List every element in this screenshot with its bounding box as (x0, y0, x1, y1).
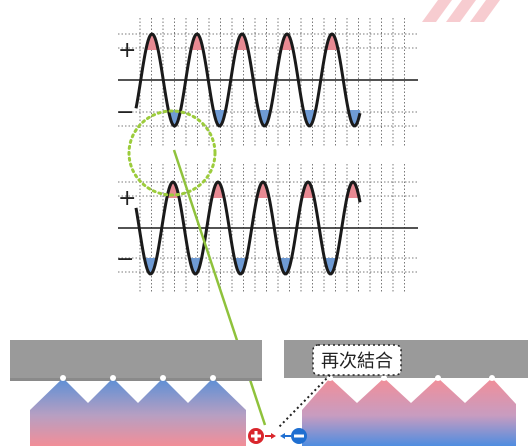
callout-label: 再次結合 (321, 351, 393, 372)
top-plus-label: + (118, 38, 136, 63)
top-wave-line (134, 32, 362, 128)
watermark-stripes (422, 0, 500, 22)
left-electrode (10, 340, 262, 381)
bottom-wave-line (134, 180, 362, 276)
charge-arrows (265, 433, 291, 439)
charge-pair (248, 428, 307, 444)
minus-circle-icon (291, 428, 307, 444)
callout-pointer (277, 374, 331, 429)
right-semiconductor-layer (302, 378, 516, 446)
recombination-callout: 再次結合 (277, 344, 402, 429)
bottom-wave-plot: + − (116, 164, 418, 292)
left-contact-dots (60, 375, 216, 381)
top-minus-label: − (116, 100, 134, 125)
bottom-minus-label: − (116, 247, 134, 272)
right-contact-dots (327, 375, 495, 381)
plus-circle-icon (248, 428, 264, 444)
bottom-plus-label: + (118, 186, 136, 211)
highlight-circle (127, 109, 217, 197)
top-wave-plot: + − (116, 18, 418, 146)
left-semiconductor-layer (30, 378, 246, 446)
